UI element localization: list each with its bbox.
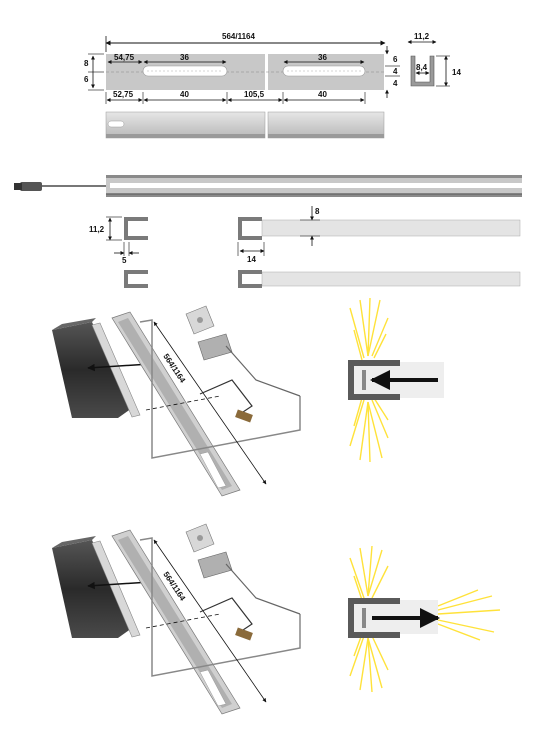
mid-section-left: 11,2 5 xyxy=(89,216,148,288)
cross-section-drawing: 11,2 8,4 14 xyxy=(407,32,461,87)
center-gap-label: 105,5 xyxy=(244,90,265,99)
mid-section-right: 8 14 xyxy=(237,206,521,288)
cross-section-height-label: 14 xyxy=(452,68,461,77)
light-rays-lower xyxy=(348,545,501,693)
left-offset-bottom-label: 52,75 xyxy=(113,90,134,99)
arrow-icon xyxy=(87,363,151,372)
height-total-left-label: 8 xyxy=(84,59,89,68)
cross-section-width-label: 11,2 xyxy=(414,32,430,41)
led-strip-bar xyxy=(14,175,522,197)
profile-height-label: 11,2 xyxy=(89,225,105,234)
slot-length-left-label: 36 xyxy=(180,53,189,62)
right-dim-mid-label: 4 xyxy=(393,67,398,76)
slot-length-right-label: 36 xyxy=(318,53,327,62)
small-gap-label: 5 xyxy=(122,256,127,265)
led-driver-icon xyxy=(185,305,233,361)
strip-offset-label: 14 xyxy=(247,255,256,264)
height-lower-left-label: 6 xyxy=(84,75,89,84)
hacksaw-icon xyxy=(199,379,253,423)
top-depth-label: 8 xyxy=(315,207,320,216)
overall-length-label: 564/1164 xyxy=(222,32,255,41)
pitch-left-label: 40 xyxy=(180,90,189,99)
left-offset-top-label: 54,75 xyxy=(114,53,135,62)
power-plug-icon xyxy=(14,183,22,190)
right-dim-bot-label: 4 xyxy=(393,79,398,88)
install-diagram-upper: 564/1164 xyxy=(52,305,301,497)
install-diagram-lower: 564/1164 xyxy=(52,523,301,715)
top-profile-drawing: 564/1164 54,75 36 36 8 6 6 4 4 xyxy=(84,32,400,139)
right-dim-top-label: 6 xyxy=(393,55,398,64)
light-rays-upper xyxy=(348,297,444,463)
pitch-right-label: 40 xyxy=(318,90,327,99)
cross-section-inner-width-label: 8,4 xyxy=(416,63,428,72)
